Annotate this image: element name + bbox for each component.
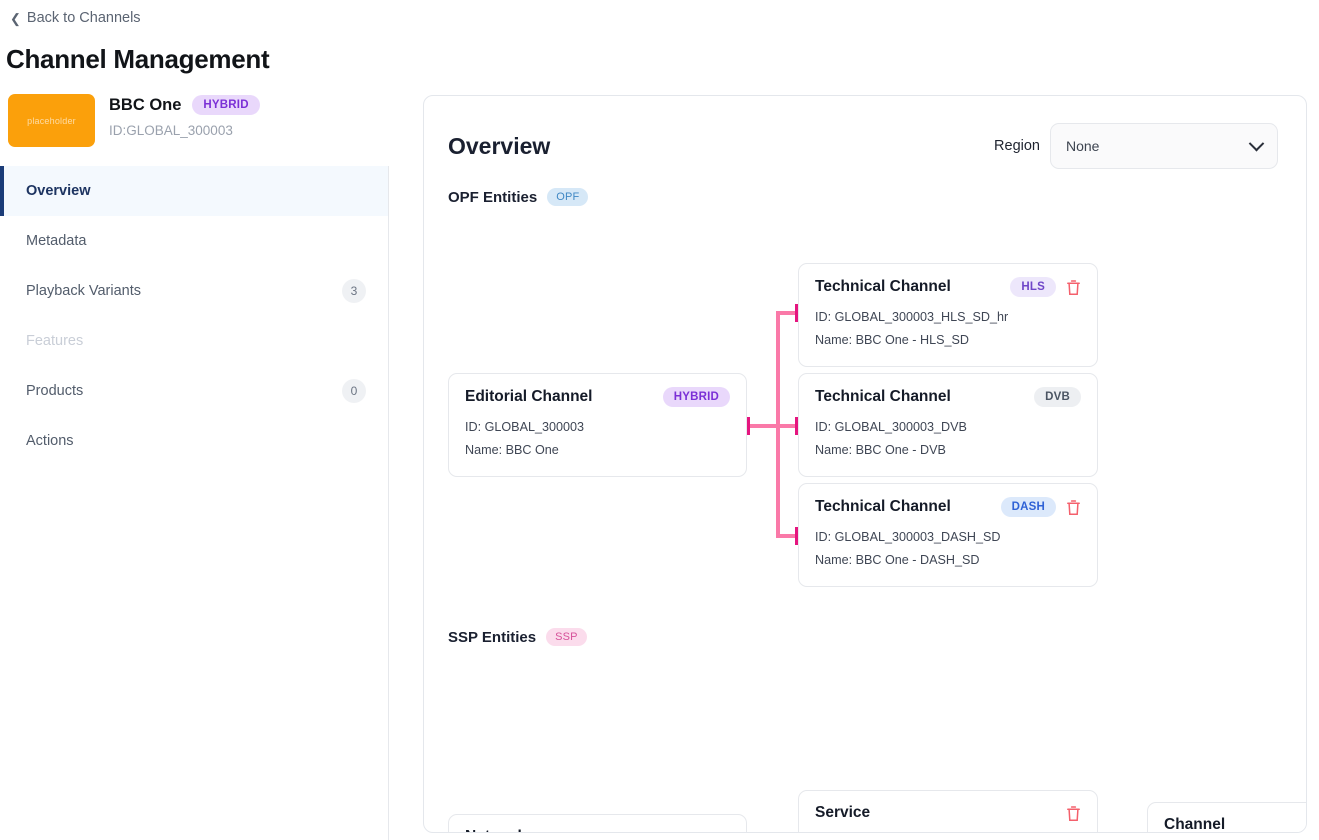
connector-editorial-stub: [748, 424, 760, 428]
ssp-entities-title: SSP Entities: [448, 628, 537, 646]
playback-variants-count-badge: 3: [342, 279, 366, 303]
overview-panel: Overview Region None OPF Entities OPF Ed…: [423, 95, 1307, 833]
sidebar-item-products[interactable]: Products 0: [0, 366, 388, 416]
node-editorial-channel[interactable]: Editorial Channel HYBRID ID: GLOBAL_3000…: [448, 373, 747, 477]
opf-entities-heading: OPF Entities OPF: [424, 169, 1306, 206]
page-title: Channel Management: [6, 44, 270, 74]
channel-name: BBC One: [109, 95, 182, 114]
region-control: Region None: [994, 123, 1278, 169]
connector-cap-dvb: [795, 417, 799, 435]
overview-title: Overview: [448, 132, 551, 159]
node-title: Editorial Channel: [465, 388, 593, 405]
sidebar-item-label: Products: [26, 383, 84, 399]
node-id-line: ID: GLOBAL_300003: [465, 420, 585, 434]
chevron-left-icon: ❮: [10, 10, 21, 26]
chevron-down-icon: [1248, 135, 1265, 151]
node-title: Channel: [1164, 816, 1226, 833]
node-title: Technical Channel: [815, 498, 951, 515]
node-title: Service: [815, 804, 871, 821]
node-badge: HLS: [1010, 277, 1056, 297]
overview-header: Overview Region None: [424, 96, 1306, 169]
node-title: Technical Channel: [815, 278, 951, 295]
node-id-line: ID: GLOBAL_300003_DVB: [815, 420, 967, 434]
node-name-line: Name: BBC One: [465, 443, 559, 457]
opf-badge: OPF: [547, 188, 589, 206]
node-network[interactable]: Network Key: Network A: [448, 814, 747, 832]
products-count-badge: 0: [342, 379, 366, 403]
node-service[interactable]: Service Key: GLOBAL_300003_6c17c465-6f42…: [798, 790, 1098, 832]
node-badge: DASH: [1000, 497, 1056, 517]
region-selected-value: None: [1066, 138, 1100, 154]
sidebar-item-label: Playback Variants: [26, 283, 141, 299]
delete-icon[interactable]: [1066, 279, 1081, 296]
sidebar-item-overview[interactable]: Overview: [0, 166, 388, 216]
back-to-channels-label: Back to Channels: [26, 10, 141, 26]
channel-thumbnail: placeholder: [8, 94, 95, 147]
node-name-line: Name: BBC One - HLS_SD: [815, 333, 969, 347]
node-badge: HYBRID: [662, 387, 730, 407]
node-name-line: Name: BBC One - DVB: [815, 443, 946, 457]
channel-id: ID:GLOBAL_300003: [109, 123, 233, 138]
sidebar-item-label: Metadata: [26, 233, 87, 249]
region-label: Region: [994, 138, 1040, 154]
sidebar-item-label: Features: [26, 333, 84, 349]
sidebar-item-playback-variants[interactable]: Playback Variants 3: [0, 266, 388, 316]
node-title: Network: [465, 828, 730, 832]
sidebar-item-features: Features: [0, 316, 388, 366]
node-badge: DVB: [1034, 387, 1081, 407]
sidebar-item-actions[interactable]: Actions: [0, 416, 388, 466]
channel-thumbnail-label: placeholder: [27, 115, 76, 126]
region-select[interactable]: None: [1050, 123, 1278, 169]
connector-cap-hls: [795, 304, 799, 322]
node-name-line: Name: BBC One - DASH_SD: [815, 553, 980, 567]
node-technical-channel-dash[interactable]: Technical Channel DASH ID: GLOBAL_300003…: [798, 483, 1098, 587]
connector-cap-editorial: [746, 417, 750, 435]
connector-cap-dash: [795, 527, 799, 545]
node-id-line: ID: GLOBAL_300003_DASH_SD: [815, 530, 1001, 544]
channel-type-badge: HYBRID: [192, 95, 260, 115]
sidebar-item-metadata[interactable]: Metadata: [0, 216, 388, 266]
ssp-badge: SSP: [546, 628, 587, 646]
connector-branch-dash: [776, 534, 798, 538]
channel-identity-text: BBC One HYBRID ID:GLOBAL_300003: [109, 94, 260, 138]
sidebar: Overview Metadata Playback Variants 3 Fe…: [0, 166, 389, 840]
node-id-line: ID: GLOBAL_300003_HLS_SD_hr: [815, 310, 1009, 324]
node-technical-channel-dvb[interactable]: Technical Channel DVB ID: GLOBAL_300003_…: [798, 373, 1098, 477]
node-key-line: Key: GLOBAL_300003_6c17c465-6f42-4e18-..…: [815, 831, 1081, 832]
ssp-entities-heading: SSP Entities SSP: [424, 609, 587, 646]
sidebar-item-label: Overview: [26, 183, 91, 199]
opf-entities-title: OPF Entities: [448, 188, 538, 206]
back-to-channels-link[interactable]: ❮ Back to Channels: [8, 6, 143, 30]
node-title: Technical Channel: [815, 388, 951, 405]
delete-icon[interactable]: [1066, 499, 1081, 516]
channel-identity: placeholder BBC One HYBRID ID:GLOBAL_300…: [8, 94, 260, 147]
connector-branch-hls: [776, 311, 798, 315]
delete-icon[interactable]: [1066, 805, 1081, 822]
sidebar-item-label: Actions: [26, 433, 74, 449]
node-technical-channel-hls[interactable]: Technical Channel HLS ID: GLOBAL_300003_…: [798, 263, 1098, 367]
connector-branch-dvb: [758, 424, 798, 428]
node-channel[interactable]: Channel Key: GLOBAL_30000 isFreeAccess: …: [1147, 802, 1306, 833]
